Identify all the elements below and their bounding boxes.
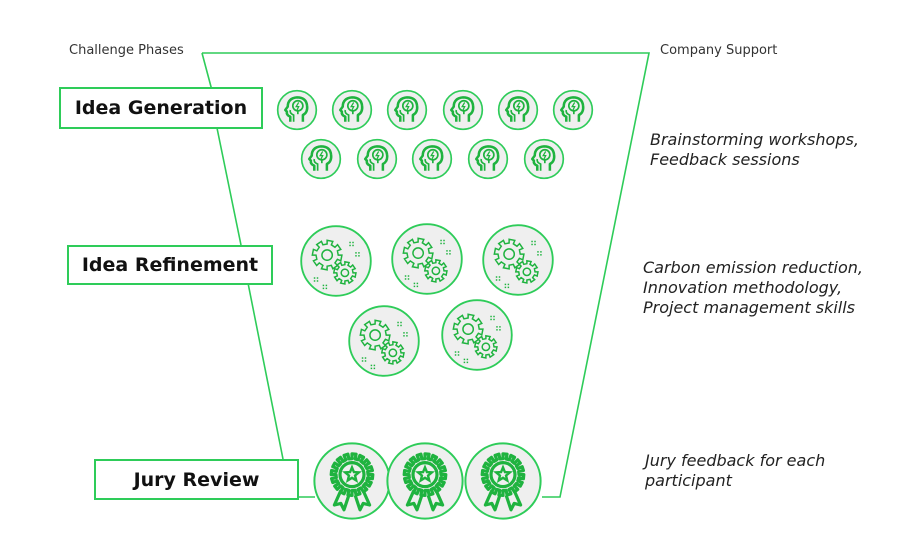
phase-idea-refinement: Idea Refinement: [67, 245, 273, 285]
head-lightbulb-icon: [386, 89, 428, 131]
head-lightbulb-icon: [331, 89, 373, 131]
head-lightbulb-icon: [552, 89, 594, 131]
gears-icon: [440, 298, 514, 372]
header-company-support: Company Support: [660, 43, 778, 58]
phase-jury-review: Jury Review: [94, 459, 299, 500]
award-ribbon-icon: [312, 441, 392, 521]
phase-idea-generation: Idea Generation: [59, 87, 263, 129]
gears-icon: [299, 224, 373, 298]
head-lightbulb-icon: [467, 138, 509, 180]
head-lightbulb-icon: [442, 89, 484, 131]
support-idea-refinement: Carbon emission reduction, Innovation me…: [643, 258, 863, 317]
support-jury-review: Jury feedback for each participant: [645, 451, 826, 490]
gears-icon: [390, 222, 464, 296]
head-lightbulb-icon: [356, 138, 398, 180]
award-ribbon-icon: [385, 441, 465, 521]
head-lightbulb-icon: [300, 138, 342, 180]
award-ribbon-icon: [463, 441, 543, 521]
support-idea-generation: Brainstorming workshops, Feedback sessio…: [650, 130, 859, 169]
head-lightbulb-icon: [497, 89, 539, 131]
head-lightbulb-icon: [411, 138, 453, 180]
head-lightbulb-icon: [276, 89, 318, 131]
gears-icon: [347, 304, 421, 378]
head-lightbulb-icon: [523, 138, 565, 180]
gears-icon: [481, 223, 555, 297]
header-challenge-phases: Challenge Phases: [69, 43, 184, 58]
